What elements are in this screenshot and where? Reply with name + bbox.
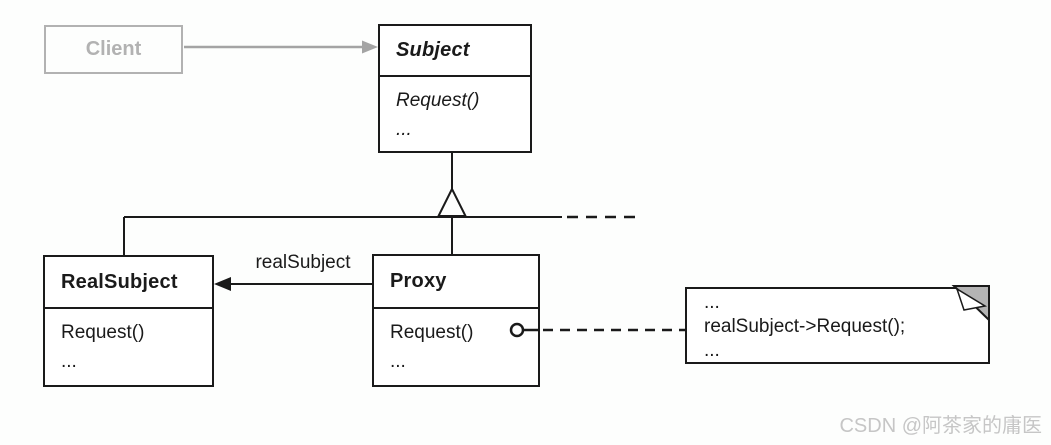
- proxy-realsubject-arrowhead-icon: [214, 277, 231, 291]
- note-line: ...: [704, 292, 720, 313]
- proxy-method: ...: [390, 351, 406, 372]
- proxy-method: Request(): [390, 322, 474, 343]
- realsubject-class-name: RealSubject: [45, 257, 212, 309]
- realsubject-method: ...: [61, 351, 77, 372]
- subject-method: ...: [396, 119, 412, 140]
- code-note-box: ... realSubject->Request(); ...: [685, 287, 990, 364]
- proxy-methods: Request() ...: [374, 309, 538, 376]
- subject-methods: Request() ...: [380, 77, 530, 144]
- client-subject-arrow: [184, 40, 378, 54]
- inheritance-triangle-icon: [436, 186, 468, 217]
- subject-class-box: Subject Request() ...: [378, 24, 532, 153]
- client-class-name: Client: [85, 38, 142, 60]
- client-subject-arrowhead-icon: [362, 40, 378, 54]
- realsubject-method: Request(): [61, 322, 145, 343]
- subject-method: Request(): [396, 90, 480, 111]
- association-label-realsubject: realSubject: [255, 252, 351, 273]
- proxy-realsubject-arrow: [214, 277, 372, 291]
- note-line: ...: [704, 340, 720, 361]
- watermark: CSDN @阿茶家的庸医: [839, 415, 1042, 437]
- client-class-box: Client: [44, 25, 183, 74]
- proxy-class-box: Proxy Request() ...: [372, 254, 540, 387]
- subject-class-name: Subject: [380, 26, 530, 77]
- realsubject-class-box: RealSubject Request() ...: [43, 255, 214, 387]
- note-line: realSubject->Request();: [704, 316, 906, 337]
- realsubject-methods: Request() ...: [45, 309, 212, 376]
- inheritance-connector: [123, 153, 640, 256]
- proxy-class-name: Proxy: [374, 256, 538, 309]
